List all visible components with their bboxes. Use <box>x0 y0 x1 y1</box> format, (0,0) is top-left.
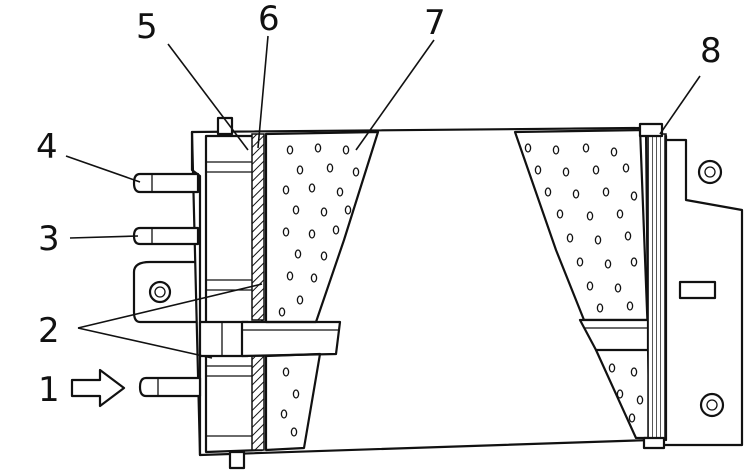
charcoal-granule <box>556 209 564 219</box>
charcoal-granule <box>308 229 316 239</box>
port-1-inlet <box>138 376 202 398</box>
port-4 <box>132 172 200 194</box>
right-end-cap-bottom <box>642 436 666 450</box>
charcoal-granule <box>286 145 294 155</box>
charcoal-granule <box>626 301 634 311</box>
right-lower-mounting-hole-inner <box>706 399 718 411</box>
left-divider-block <box>198 320 250 358</box>
right-lower-mounting-hole <box>699 392 725 418</box>
charcoal-granule <box>586 281 594 291</box>
charcoal-granule <box>586 211 594 221</box>
leader-7 <box>355 39 435 151</box>
left-mounting-hole <box>148 280 172 304</box>
charcoal-granule <box>292 389 300 399</box>
charcoal-granule <box>282 367 290 377</box>
charcoal-granule <box>616 209 624 219</box>
callout-4: 4 <box>36 127 58 167</box>
center-divider-plate <box>240 320 342 358</box>
charcoal-granule <box>534 165 542 175</box>
right-upper-mounting-hole <box>697 159 723 185</box>
charcoal-granule <box>296 165 304 175</box>
charcoal-granule <box>576 257 584 267</box>
charcoal-granule <box>292 205 300 215</box>
charcoal-granule <box>596 303 604 313</box>
charcoal-granule <box>296 295 304 305</box>
right-filter-pad <box>647 133 667 441</box>
charcoal-granule <box>624 231 632 241</box>
left-mounting-hole-inner <box>154 286 166 298</box>
leader-6 <box>257 35 269 149</box>
charcoal-granule <box>582 143 590 153</box>
left-charcoal-lower <box>264 352 322 452</box>
charcoal-granule <box>622 163 630 173</box>
charcoal-granule <box>314 143 322 153</box>
charcoal-granule <box>308 183 316 193</box>
charcoal-granule <box>592 165 600 175</box>
right-side-stub <box>678 280 717 300</box>
charcoal-granule <box>594 235 602 245</box>
charcoal-granule <box>628 413 636 423</box>
inlet-arrow-icon <box>70 368 126 408</box>
charcoal-granule <box>294 249 302 259</box>
left-filter-pad-upper <box>251 133 265 321</box>
right-end-cap <box>638 122 664 138</box>
charcoal-granule <box>286 271 294 281</box>
charcoal-granule <box>320 207 328 217</box>
charcoal-granule <box>544 187 552 197</box>
leader-4 <box>65 155 141 183</box>
callout-5: 5 <box>136 7 158 47</box>
leader-2b <box>77 327 213 359</box>
charcoal-granule <box>610 147 618 157</box>
charcoal-granule <box>332 225 340 235</box>
top-nipple <box>216 116 234 136</box>
left-mounting-bracket <box>132 260 200 324</box>
charcoal-granule <box>562 167 570 177</box>
right-upper-mounting-hole-inner <box>704 166 716 178</box>
charcoal-granule <box>572 189 580 199</box>
leader-5 <box>167 43 249 151</box>
left-charcoal-upper <box>264 130 380 324</box>
charcoal-granule <box>566 233 574 243</box>
charcoal-granule <box>616 389 624 399</box>
charcoal-granule <box>310 273 318 283</box>
charcoal-granule <box>282 185 290 195</box>
callout-2: 2 <box>38 311 60 351</box>
leader-3 <box>69 235 139 239</box>
callout-3: 3 <box>38 219 60 259</box>
port-3 <box>132 226 200 246</box>
charcoal-granules <box>278 143 644 437</box>
charcoal-granule <box>280 409 288 419</box>
left-filter-pad-lower <box>251 355 265 451</box>
charcoal-granule <box>630 367 638 377</box>
charcoal-granule <box>602 187 610 197</box>
charcoal-granule <box>614 283 622 293</box>
charcoal-granule <box>278 307 286 317</box>
callout-8: 8 <box>700 31 722 71</box>
charcoal-granule <box>282 227 290 237</box>
callout-1: 1 <box>38 370 60 410</box>
charcoal-granule <box>552 145 560 155</box>
bottom-nipple <box>228 450 246 470</box>
charcoal-granule <box>320 251 328 261</box>
leader-8 <box>659 75 701 135</box>
charcoal-granule <box>342 145 350 155</box>
charcoal-granule <box>636 395 644 405</box>
charcoal-granule <box>290 427 298 437</box>
charcoal-granule <box>608 363 616 373</box>
leader-2a <box>77 283 263 329</box>
charcoal-granule <box>344 205 352 215</box>
charcoal-granule <box>336 187 344 197</box>
charcoal-granule <box>604 259 612 269</box>
charcoal-granule <box>524 143 532 153</box>
charcoal-granule <box>630 191 638 201</box>
callout-6: 6 <box>258 0 280 39</box>
charcoal-granule <box>630 257 638 267</box>
charcoal-granule <box>326 163 334 173</box>
charcoal-granule <box>352 167 360 177</box>
callout-7: 7 <box>424 3 446 43</box>
